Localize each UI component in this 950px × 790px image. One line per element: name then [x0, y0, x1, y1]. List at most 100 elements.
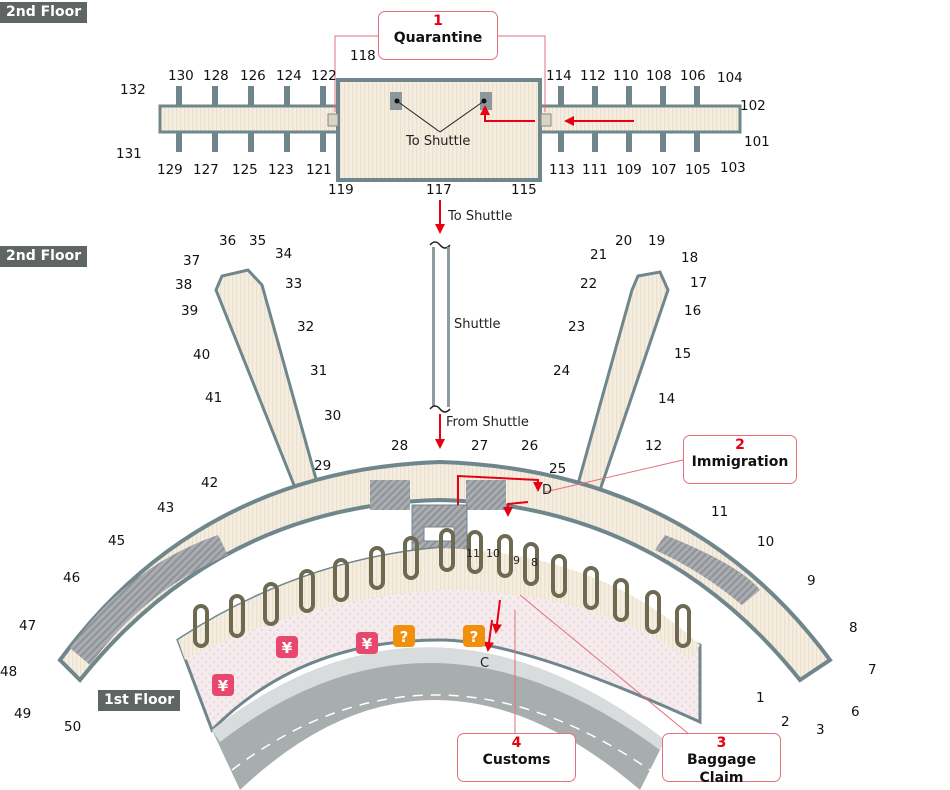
shuttle-label: Shuttle	[454, 317, 501, 332]
callout-immigration[interactable]: 2 Immigration	[683, 435, 797, 484]
currency-exchange-icon: ¥	[212, 674, 234, 696]
gate-label-125: 125	[232, 162, 258, 178]
from-shuttle-label: From Shuttle	[446, 415, 529, 430]
gate-label-131: 131	[116, 146, 142, 162]
gate-label-102: 102	[740, 98, 766, 114]
shuttle-track	[429, 200, 451, 449]
point-c-label: C	[480, 656, 489, 671]
baggage-carousel	[439, 528, 455, 572]
gate-label-21: 21	[590, 247, 607, 263]
svg-text:¥: ¥	[362, 635, 373, 653]
baggage-carousel	[613, 578, 629, 622]
gate-label-111: 111	[582, 162, 608, 178]
gate-label-127: 127	[193, 162, 219, 178]
gate-label-8: 8	[849, 620, 858, 636]
jet-bridge	[660, 132, 666, 152]
baggage-carousel	[333, 558, 349, 602]
gate-label-41: 41	[205, 390, 222, 406]
gate-label-23: 23	[568, 319, 585, 335]
gate-label-7: 7	[868, 662, 877, 678]
baggage-carousel	[229, 594, 245, 638]
callout-name: Immigration	[691, 454, 789, 470]
gate-label-48: 48	[0, 664, 17, 680]
jet-bridge	[558, 132, 564, 152]
gate-label-31: 31	[310, 363, 327, 379]
baggage-carousel	[193, 604, 209, 648]
gate-label-1: 1	[756, 690, 765, 706]
gate-label-108: 108	[646, 68, 672, 84]
floor-badge-1st: 1st Floor	[98, 690, 181, 711]
baggage-carousel	[523, 542, 539, 586]
gate-label-118: 118	[350, 48, 376, 64]
point-d-label: D	[542, 483, 552, 498]
jet-bridge	[176, 86, 182, 106]
gate-label-10: 10	[757, 534, 774, 550]
gate-label-113: 113	[549, 162, 575, 178]
baggage-carousel	[403, 536, 419, 580]
gate-label-40: 40	[193, 347, 210, 363]
currency-exchange-icon: ¥	[356, 632, 378, 654]
floor-badge-2nd: 2nd Floor	[0, 246, 88, 267]
jet-bridge	[320, 86, 326, 106]
gate-label-43: 43	[157, 500, 174, 516]
route-arrow	[480, 105, 535, 122]
jet-bridge	[284, 132, 290, 152]
gate-label-15: 15	[674, 346, 691, 362]
callout-name: Customs	[482, 752, 551, 768]
route-arrow	[457, 474, 543, 505]
information-icon: ?	[463, 625, 485, 647]
callout-customs[interactable]: 4 Customs	[457, 733, 576, 782]
svg-text:¥: ¥	[218, 677, 229, 695]
gate-label-39: 39	[181, 303, 198, 319]
jet-bridge	[592, 86, 598, 106]
gate-label-114: 114	[546, 68, 572, 84]
baggage-carousel	[675, 604, 691, 648]
gate-label-123: 123	[268, 162, 294, 178]
gate-label-29: 29	[314, 458, 331, 474]
satellite-terminal	[158, 35, 742, 182]
gate-label-16: 16	[684, 303, 701, 319]
gate-label-47: 47	[19, 618, 36, 634]
gate-label-3: 3	[816, 722, 825, 738]
jet-bridge	[248, 132, 254, 152]
jet-bridge	[626, 132, 632, 152]
carousel-label-10: 10	[486, 547, 500, 560]
gate-label-110: 110	[613, 68, 639, 84]
gate-label-50: 50	[64, 719, 81, 735]
to-shuttle-label: To Shuttle	[405, 134, 470, 149]
route-arrow	[503, 501, 529, 517]
gate-label-122: 122	[311, 68, 337, 84]
jet-bridge	[626, 86, 632, 106]
gate-label-33: 33	[285, 276, 302, 292]
gate-label-129: 129	[157, 162, 183, 178]
gate-label-19: 19	[648, 233, 665, 249]
jet-bridge	[694, 132, 700, 152]
gate-label-17: 17	[690, 275, 707, 291]
jet-bridge	[212, 86, 218, 106]
gate-label-103: 103	[720, 160, 746, 176]
svg-text:?: ?	[470, 628, 479, 646]
callout-baggage-claim[interactable]: 3 Baggage Claim	[662, 733, 781, 786]
gate-label-121: 121	[306, 162, 332, 178]
gate-label-14: 14	[658, 391, 675, 407]
gate-label-30: 30	[324, 408, 341, 424]
gate-label-42: 42	[201, 475, 218, 491]
gate-label-117: 117	[426, 182, 452, 198]
gate-label-11: 11	[711, 504, 728, 520]
gate-label-49: 49	[14, 706, 31, 722]
callout-quarantine[interactable]: 1 Quarantine	[378, 11, 498, 60]
to-shuttle-label: To Shuttle	[447, 209, 512, 224]
jet-bridge	[176, 132, 182, 152]
gate-label-28: 28	[391, 438, 408, 454]
jet-bridge	[694, 86, 700, 106]
quarantine-booth	[540, 113, 552, 127]
baggage-carousel	[551, 554, 567, 598]
svg-text:¥: ¥	[282, 639, 293, 657]
baggage-carousel	[497, 534, 513, 578]
svg-text:?: ?	[400, 628, 409, 646]
gate-label-101: 101	[744, 134, 770, 150]
gate-label-6: 6	[851, 704, 860, 720]
gate-label-32: 32	[297, 319, 314, 335]
gate-label-2: 2	[781, 714, 790, 730]
